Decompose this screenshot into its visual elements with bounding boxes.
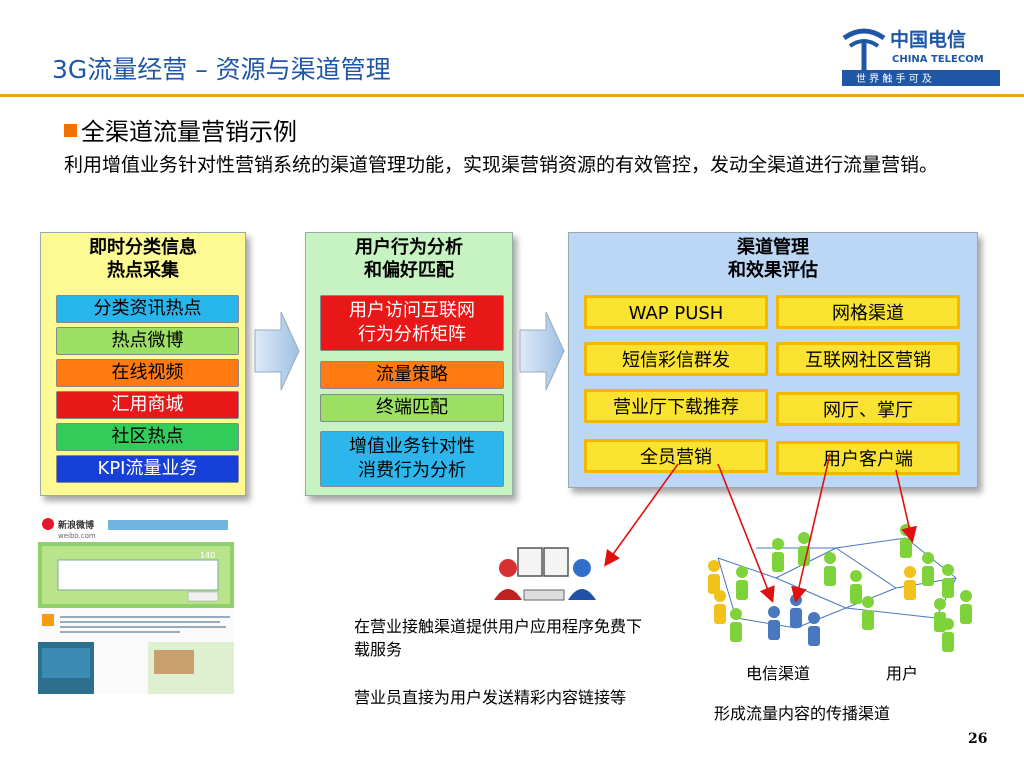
arrow-to-users xyxy=(895,469,917,544)
china-telecom-emblem-icon: 中国电信 CHINA TELECOM 世 界 触 手 可 及 xyxy=(836,18,1006,88)
callout-store-download: 在营业接触渠道提供用户应用程序免费下载服务 xyxy=(354,617,643,659)
panel-mid-title-line2: 和偏好匹配 xyxy=(364,260,454,281)
mid-item-consumption-line1: 增值业务针对性 xyxy=(349,436,475,457)
intro-text: 利用增值业务针对性营销系统的渠道管理功能，实现渠营销资源的有效管控，发动全渠道进… xyxy=(64,154,939,176)
section-heading: 全渠道流量营销示例 xyxy=(64,112,297,147)
panel-right-title-line2: 和效果评估 xyxy=(728,260,818,281)
weibo-count: 140 xyxy=(200,551,215,560)
page-number: 26 xyxy=(968,731,988,747)
left-item-online-video: 在线视频 xyxy=(56,359,239,387)
mid-item-consumption-analysis: 增值业务针对性 消费行为分析 xyxy=(320,431,504,487)
label-user: 用户 xyxy=(886,664,919,683)
square-bullet-icon xyxy=(64,123,77,137)
chevron-right-icon xyxy=(254,311,300,391)
right-item-wap-push: WAP PUSH xyxy=(584,295,768,329)
left-item-kpi-traffic: KPI流量业务 xyxy=(56,455,239,483)
network-people-icons xyxy=(708,524,972,652)
panel-left-title-line1: 即时分类信息 xyxy=(89,237,197,258)
mid-item-access-matrix-line2: 行为分析矩阵 xyxy=(358,324,466,345)
arrow-to-channel-right xyxy=(791,453,831,604)
label-telecom-channel: 电信渠道 xyxy=(746,664,811,683)
mid-item-terminal-match: 终端匹配 xyxy=(320,394,504,422)
right-item-sms-mms: 短信彩信群发 xyxy=(584,342,768,376)
right-item-store-download: 营业厅下载推荐 xyxy=(584,389,768,423)
label-spread-channel: 形成流量内容的传播渠道 xyxy=(714,704,891,723)
right-item-online-hall: 网厅、掌厅 xyxy=(776,392,960,426)
chevron-right-icon xyxy=(519,311,565,391)
logo-cn-name: 中国电信 xyxy=(890,28,966,51)
china-telecom-logo: 中国电信 CHINA TELECOM 世 界 触 手 可 及 xyxy=(836,18,1006,88)
panel-mid-title-line1: 用户行为分析 xyxy=(355,237,463,258)
mid-item-traffic-strategy: 流量策略 xyxy=(320,361,504,389)
left-item-mall: 汇用商城 xyxy=(56,391,239,419)
mid-item-consumption-line2: 消费行为分析 xyxy=(358,460,466,481)
panel-right-title-line1: 渠道管理 xyxy=(737,237,809,258)
right-item-grid-channel: 网格渠道 xyxy=(776,295,960,329)
weibo-domain: weibo.com xyxy=(58,532,96,540)
left-item-news-hotspot: 分类资讯热点 xyxy=(56,295,239,323)
mid-item-access-matrix-line1: 用户访问互联网 xyxy=(349,300,475,321)
weibo-screenshot-image: 新浪微博 weibo.com 140 xyxy=(38,516,234,694)
logo-en-name: CHINA TELECOM xyxy=(892,54,984,65)
slide-title: 3G流量经营 – 资源与渠道管理 xyxy=(52,55,391,84)
section-heading-text: 全渠道流量营销示例 xyxy=(81,118,297,146)
arrow-to-store-staff xyxy=(604,463,679,567)
right-item-internet-community: 互联网社区营销 xyxy=(776,342,960,376)
right-item-user-client: 用户客户端 xyxy=(776,441,960,475)
callout-staff-push: 营业员直接为用户发送精彩内容链接等 xyxy=(354,688,627,707)
left-item-hot-weibo: 热点微博 xyxy=(56,327,239,355)
weibo-brand: 新浪微博 xyxy=(58,519,94,531)
panel-left-title-line2: 热点采集 xyxy=(107,260,179,281)
mid-item-access-matrix: 用户访问互联网 行为分析矩阵 xyxy=(320,295,504,351)
title-divider xyxy=(0,94,1024,97)
user-network-diagram xyxy=(708,524,972,652)
red-arrows-overlay xyxy=(604,453,917,604)
staff-computer-icon xyxy=(494,547,596,601)
left-item-community-hotspot: 社区热点 xyxy=(56,423,239,451)
arrow-to-channel-left xyxy=(717,463,775,603)
logo-slogan: 世 界 触 手 可 及 xyxy=(856,72,932,85)
